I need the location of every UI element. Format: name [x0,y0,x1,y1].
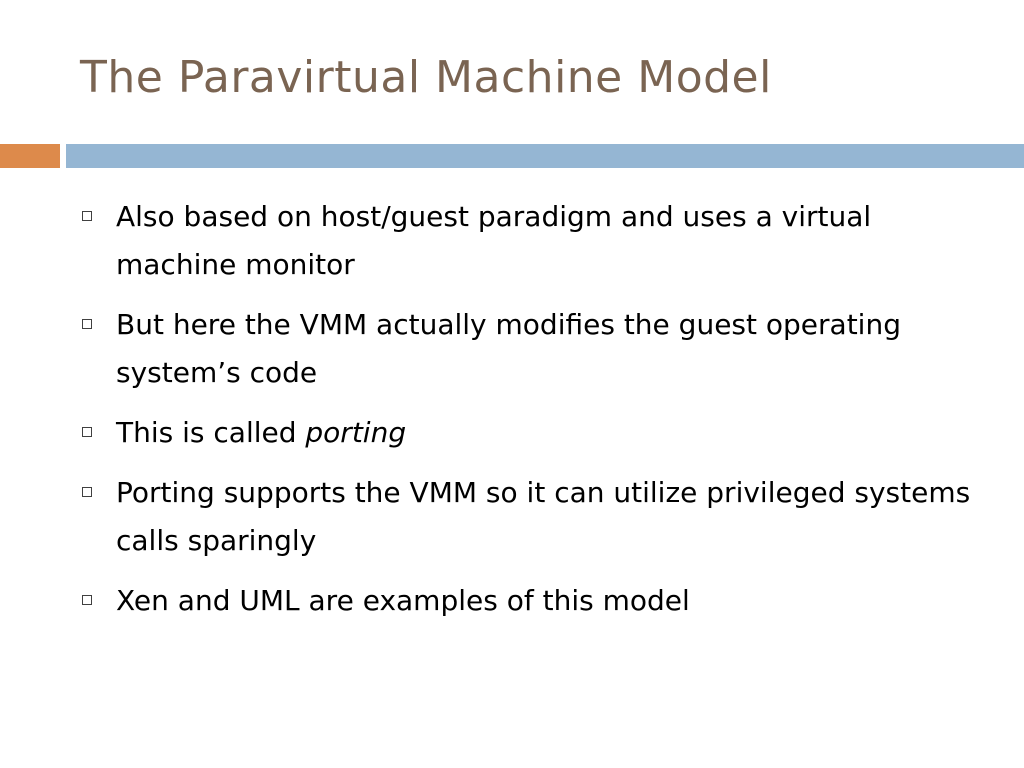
bullet-text: But here the VMM actually modifies the g… [116,308,901,389]
bullet-item: Xen and UML are examples of this model [80,577,1000,625]
square-bullet-icon [82,487,92,497]
square-bullet-icon [82,211,92,221]
bullet-text-emphasis: porting [305,416,407,449]
square-bullet-icon [82,595,92,605]
bullet-item: Porting supports the VMM so it can utili… [80,469,1000,565]
bullet-text: Porting supports the VMM so it can utili… [116,476,971,557]
square-bullet-icon [82,319,92,329]
bullet-text: Xen and UML are examples of this model [116,584,690,617]
bullet-item: Also based on host/guest paradigm and us… [80,193,1000,289]
bullet-list: Also based on host/guest paradigm and us… [80,193,1000,637]
bullet-item: But here the VMM actually modifies the g… [80,301,1000,397]
bullet-item: This is called porting [80,409,1000,457]
accent-bar-blue [66,144,1024,168]
square-bullet-icon [82,427,92,437]
bullet-text: Also based on host/guest paradigm and us… [116,200,872,281]
accent-bar-orange [0,144,60,168]
bullet-text-prefix: This is called [116,416,306,449]
slide-title: The Paravirtual Machine Model [80,52,772,103]
